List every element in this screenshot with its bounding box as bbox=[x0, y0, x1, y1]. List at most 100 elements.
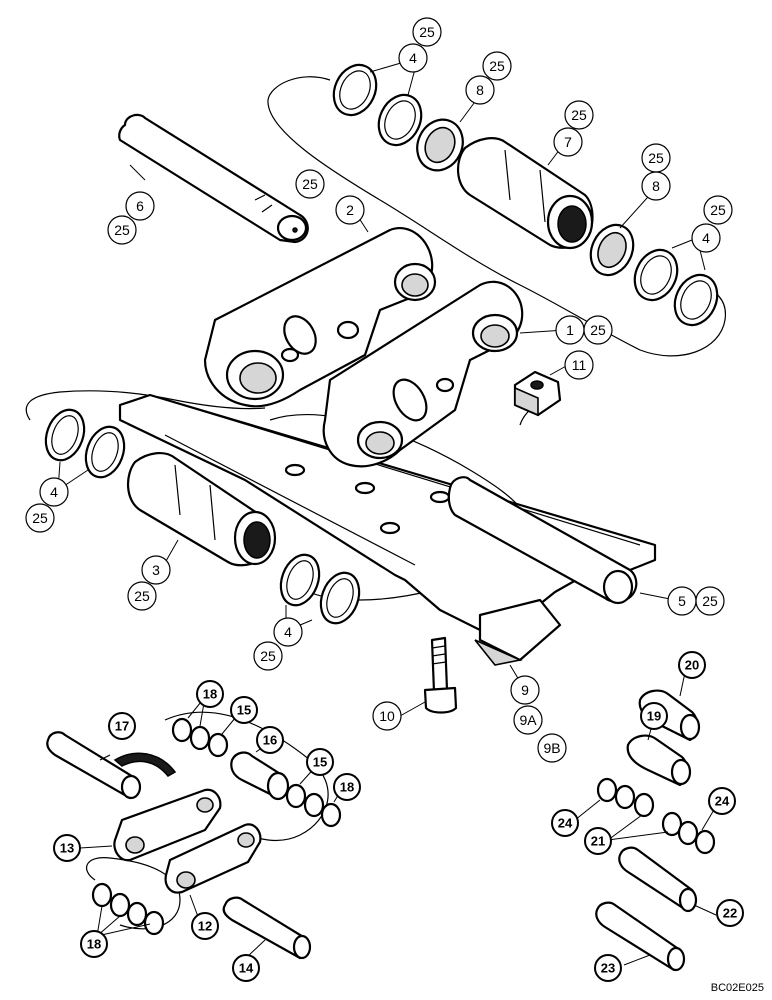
callout-c3: 3 bbox=[141, 555, 171, 585]
seal-21-c bbox=[661, 811, 683, 837]
callout-circle bbox=[196, 680, 224, 708]
washer-18-d bbox=[320, 802, 342, 828]
washer-4-lower-a bbox=[279, 553, 321, 607]
main-assembly bbox=[25, 63, 727, 714]
callout-c9b: 9B bbox=[537, 733, 567, 763]
callout-label: 23 bbox=[601, 961, 615, 976]
washer-18-h bbox=[143, 910, 165, 936]
callout-label: 25 bbox=[571, 107, 587, 123]
callout-circle bbox=[594, 954, 622, 982]
callout-circle bbox=[333, 773, 361, 801]
lower-left-assembly bbox=[46, 711, 342, 960]
callout-label: 25 bbox=[134, 588, 150, 604]
callout-circle bbox=[553, 127, 583, 157]
callout-label: 24 bbox=[715, 794, 730, 809]
washer-24-a bbox=[596, 777, 618, 803]
callout-c6: 6 bbox=[125, 191, 155, 221]
callout-circle bbox=[510, 675, 540, 705]
callout-circle bbox=[232, 954, 260, 982]
callout-label: 25 bbox=[260, 648, 276, 664]
callout-label: 4 bbox=[284, 624, 292, 640]
callout-label: 16 bbox=[263, 733, 277, 748]
callout-circle bbox=[273, 617, 303, 647]
callout-circle bbox=[482, 51, 512, 81]
track-shoe bbox=[118, 393, 657, 666]
callout-c11: 11 bbox=[564, 350, 594, 380]
callout-circle bbox=[551, 809, 579, 837]
callout-c2: 2 bbox=[335, 195, 365, 225]
callout-c7: 7 bbox=[553, 127, 583, 157]
callout-c25d: 25 bbox=[641, 143, 671, 173]
callout-circle bbox=[108, 712, 136, 740]
callout-c24b: 24 bbox=[708, 787, 736, 815]
callout-label: 21 bbox=[591, 834, 605, 849]
callout-c16: 16 bbox=[256, 726, 284, 754]
callout-c23: 23 bbox=[594, 954, 622, 982]
nut-11 bbox=[513, 370, 562, 417]
callout-circle bbox=[640, 702, 668, 730]
washer-4-right-b bbox=[673, 273, 719, 327]
callout-circle bbox=[335, 195, 365, 225]
callout-label: 8 bbox=[476, 82, 484, 98]
figure-code: BC02E025 bbox=[710, 982, 764, 994]
callout-label: 1 bbox=[566, 322, 574, 338]
callout-c25a: 25 bbox=[412, 17, 442, 47]
callout-circle bbox=[256, 726, 284, 754]
callout-label: 9B bbox=[543, 740, 560, 756]
callout-label: 15 bbox=[237, 703, 251, 718]
callout-circle bbox=[306, 748, 334, 776]
callout-circle bbox=[80, 930, 108, 958]
callout-label: 25 bbox=[419, 24, 435, 40]
callout-circle bbox=[513, 705, 543, 735]
callout-c5: 5 bbox=[667, 586, 697, 616]
callout-c13: 13 bbox=[53, 834, 81, 862]
seal-15-a bbox=[207, 732, 229, 758]
callout-label: 25 bbox=[114, 222, 130, 238]
washer-18-c bbox=[303, 792, 325, 818]
washer-24-c bbox=[694, 829, 716, 855]
callout-circle bbox=[583, 315, 613, 345]
callout-circle bbox=[53, 834, 81, 862]
callout-circle bbox=[584, 827, 612, 855]
callout-label: 15 bbox=[313, 755, 327, 770]
washer-18-f bbox=[109, 892, 131, 918]
callout-circle bbox=[641, 171, 671, 201]
callout-c18c: 18 bbox=[80, 930, 108, 958]
callout-c25l: 25 bbox=[695, 586, 725, 616]
callout-circle bbox=[695, 586, 725, 616]
callout-circle bbox=[141, 555, 171, 585]
callout-circle bbox=[703, 195, 733, 225]
callout-label: 4 bbox=[702, 230, 710, 246]
callout-c9: 9 bbox=[510, 675, 540, 705]
callout-circle bbox=[564, 350, 594, 380]
callout-circle bbox=[372, 701, 402, 731]
callout-c25c: 25 bbox=[564, 100, 594, 130]
washer-4-left-a bbox=[44, 408, 86, 462]
callout-c8a: 8 bbox=[465, 75, 495, 105]
callout-circle bbox=[412, 17, 442, 47]
lower-right-assembly bbox=[595, 689, 716, 972]
callout-c14: 14 bbox=[232, 954, 260, 982]
washer-4-left-b bbox=[84, 425, 126, 479]
washer-4-right-a bbox=[633, 248, 679, 302]
callout-label: 25 bbox=[702, 593, 718, 609]
callout-label: 18 bbox=[203, 687, 217, 702]
callout-circle bbox=[125, 191, 155, 221]
washer-4-lower-b bbox=[319, 571, 361, 625]
callout-label: 8 bbox=[652, 178, 660, 194]
washer-18-b bbox=[189, 725, 211, 751]
group-outline-upper bbox=[267, 76, 727, 357]
callout-c17: 17 bbox=[108, 712, 136, 740]
washer-4-top-b bbox=[377, 93, 423, 147]
callout-label: 7 bbox=[564, 134, 572, 150]
callout-c4d: 4 bbox=[273, 617, 303, 647]
callout-c25b: 25 bbox=[482, 51, 512, 81]
callout-label: 9 bbox=[521, 682, 529, 698]
callout-label: 24 bbox=[558, 816, 573, 831]
group-outline-sub-left bbox=[164, 711, 329, 841]
seal-15-b bbox=[285, 783, 307, 809]
callout-label: 4 bbox=[409, 50, 417, 66]
callout-circle bbox=[107, 215, 137, 245]
